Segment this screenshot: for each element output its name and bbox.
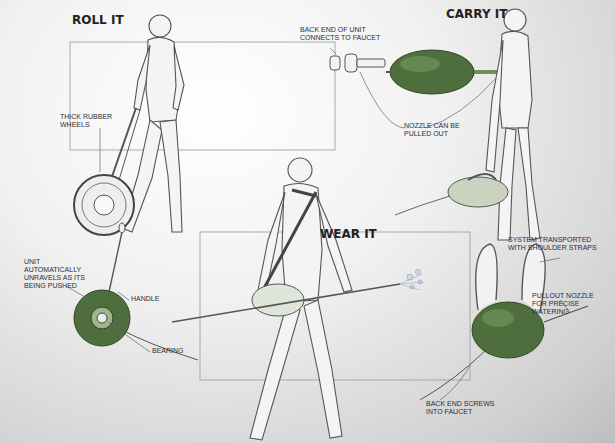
person-carrying (486, 9, 540, 240)
frame-lines (70, 42, 470, 380)
person-wearing (250, 158, 352, 440)
part-label: BEARING (152, 347, 184, 355)
section-heading: CARRY IT (446, 8, 507, 22)
green-pod-carried (395, 174, 508, 215)
note-label: SYSTEM TRANSPORTED WITH SHOULDER STRAPS (508, 236, 598, 252)
leader-lines (66, 48, 570, 400)
faucet-connector (330, 54, 385, 72)
green-pod-backpack (420, 244, 588, 400)
part-label: THICK RUBBER WHEELS (60, 113, 140, 129)
section-heading: ROLL IT (72, 14, 124, 28)
green-donut-unit (74, 223, 198, 360)
green-pod-worn (172, 190, 424, 322)
note-label: UNIT AUTOMATICALLY UNRAVELS AS ITS BEING… (24, 258, 96, 290)
note-label: PULLOUT NOZZLE FOR PRECISE WATERING (532, 292, 610, 316)
section-heading: WEAR IT (320, 228, 377, 242)
note-label: BACK END OF UNIT CONNECTS TO FAUCET (300, 26, 390, 42)
note-label: NOZZLE CAN BE PULLED OUT (404, 122, 464, 138)
part-label: HANDLE (131, 295, 159, 303)
note-label: BACK END SCREWS INTO FAUCET (426, 400, 496, 416)
